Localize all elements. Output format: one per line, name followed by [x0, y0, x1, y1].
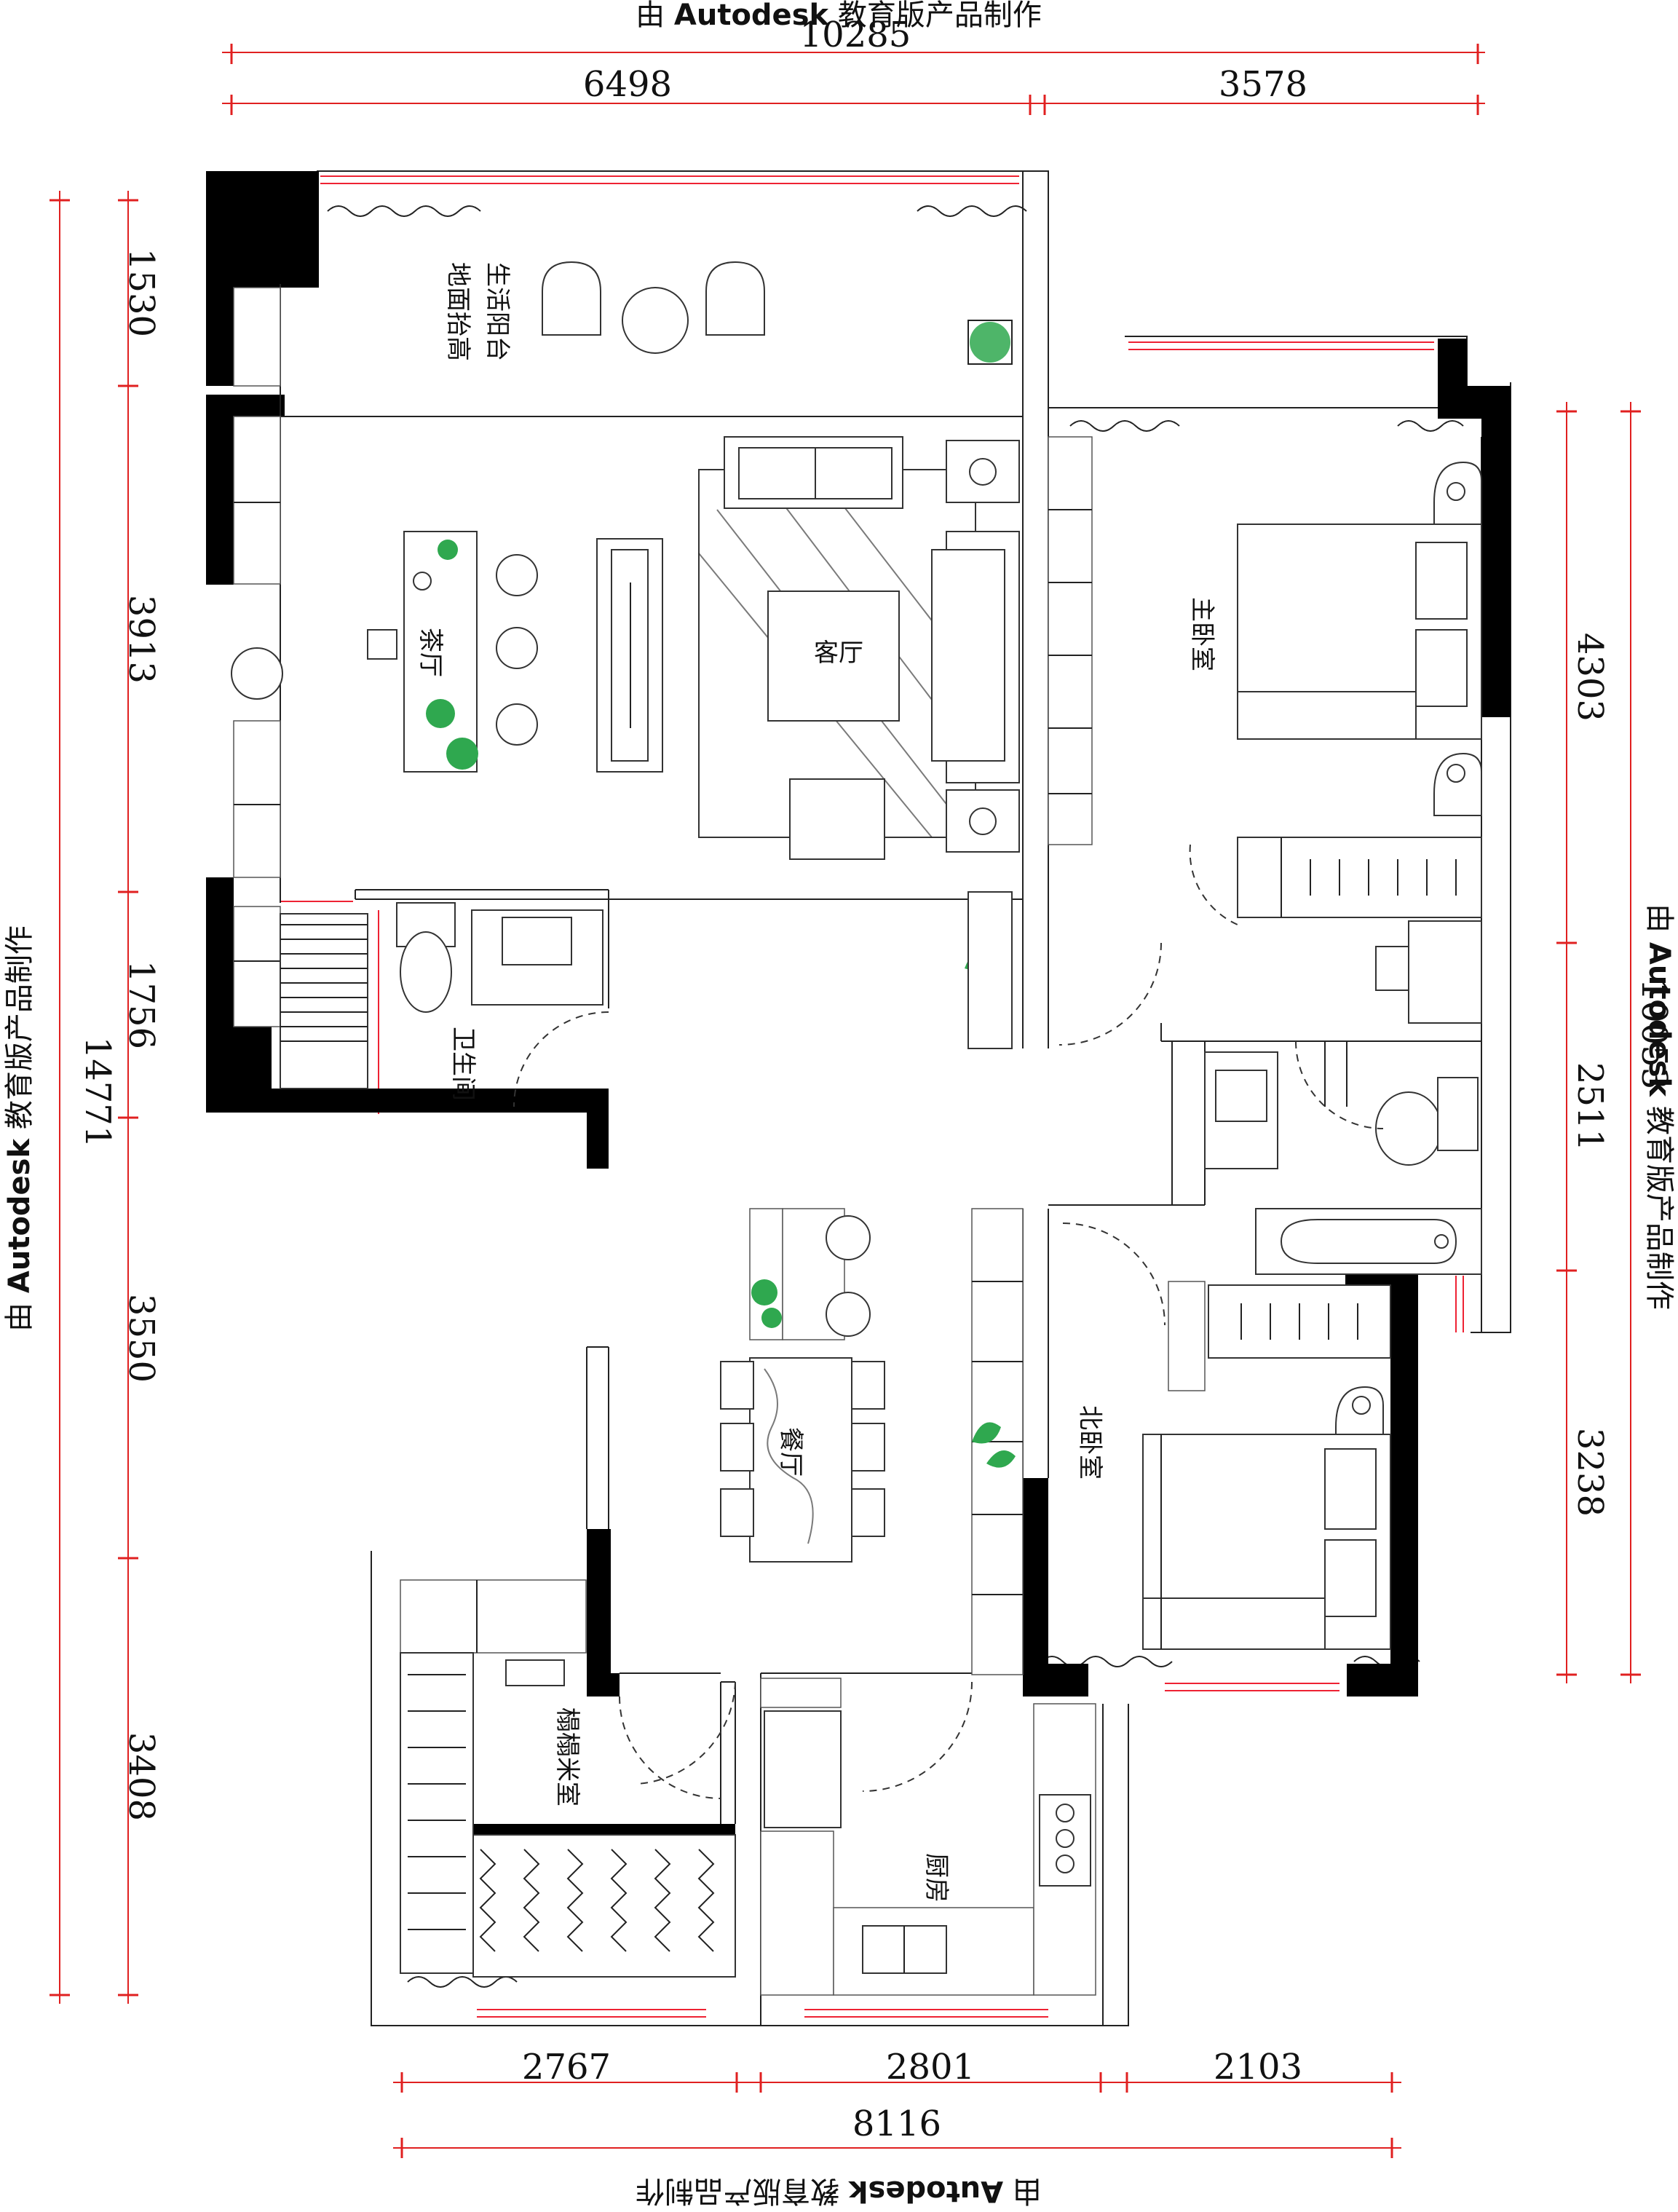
room-label-master-bedroom: 主卧室: [1187, 597, 1216, 671]
dining-furniture: [720, 1208, 885, 1563]
dimension-right: 10053 4303 2511 3238: [1556, 402, 1674, 1683]
room-label-tea-room: 茶厅: [416, 628, 445, 677]
dim-top-seg-2: 3578: [1219, 64, 1307, 105]
dim-right-total: 10053: [1634, 979, 1674, 1090]
dimension-bottom: 2767 2801 2103 8116: [393, 2047, 1401, 2158]
tea-room-furniture: [231, 531, 663, 773]
dim-left-seg-5: 3408: [121, 1732, 162, 1821]
plant-icon: [965, 891, 1013, 1049]
room-label-tatami-room: 榻榻米室: [553, 1707, 582, 1806]
room-label-balcony-1: 生活阳台: [483, 262, 512, 361]
dim-right-seg-2: 2511: [1570, 1062, 1610, 1151]
room-label-bathroom: 卫生间: [448, 1027, 478, 1101]
windows: [280, 175, 1464, 2018]
dim-top-seg-1: 6498: [583, 64, 672, 105]
interior-walls: [280, 284, 1481, 2026]
watermark-bottom: 由 Autodesk 教育版产品制作: [636, 2174, 1042, 2208]
room-label-living-room: 客厅: [814, 639, 863, 668]
plant-icon: [972, 1422, 1016, 1468]
watermark-left: 由 Autodesk 教育版产品制作: [3, 925, 36, 1332]
dim-bottom-seg-2: 2801: [886, 2047, 975, 2087]
dim-bottom-seg-3: 2103: [1214, 2047, 1302, 2087]
master-bedroom-furniture: [1048, 436, 1482, 1046]
room-label-dining-room: 餐厅: [776, 1427, 805, 1477]
plant-icon: [967, 320, 1013, 365]
dim-bottom-total: 8116: [852, 2104, 941, 2144]
dim-left-total: 14771: [77, 1037, 118, 1148]
balcony-furniture: [542, 261, 1013, 365]
dim-left-seg-2: 3913: [121, 595, 162, 684]
corridor-cabinets: [971, 1208, 1024, 1675]
structural-walls: [206, 171, 1511, 1835]
dim-left-seg-1: 1530: [121, 248, 162, 337]
room-label-kitchen: 厨房: [922, 1853, 951, 1903]
left-windows: [233, 287, 281, 1027]
watermark-top: 由 Autodesk 教育版产品制作: [636, 0, 1042, 32]
living-room-furniture: [698, 436, 1020, 1049]
dim-left-seg-3: 1756: [121, 960, 162, 1049]
dimension-left: 14771 1530 3913 1756 3550 3408: [50, 191, 162, 2004]
dimension-top: 10285 6498 3578: [222, 15, 1485, 115]
room-label-north-bedroom: 北卧室: [1075, 1405, 1104, 1480]
kitchen-furniture: [636, 1678, 1096, 1996]
watermark-right: 由 Autodesk 教育版产品制作: [1642, 904, 1676, 1310]
bathroom-furniture: [280, 902, 609, 1107]
tatami-furniture: [400, 1579, 736, 1978]
dim-right-seg-1: 4303: [1570, 633, 1610, 722]
dim-top-total: 10285: [800, 15, 911, 55]
room-label-balcony-2: 地面抬高: [443, 262, 472, 361]
north-bedroom-furniture: [1062, 1222, 1391, 1650]
dim-right-seg-3: 3238: [1570, 1428, 1610, 1517]
master-bath-furniture: [1204, 1040, 1482, 1275]
dim-left-seg-4: 3550: [121, 1294, 162, 1383]
dim-bottom-seg-1: 2767: [522, 2047, 611, 2087]
